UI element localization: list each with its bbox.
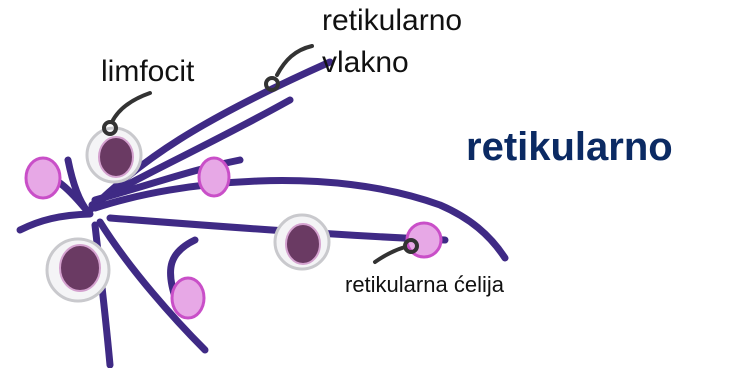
- lymphocyte-label: limfocit: [101, 55, 194, 89]
- reticular-fiber-label-line1: retikularno: [322, 4, 462, 38]
- reticular-fibers: [20, 62, 505, 365]
- lymphocyte-upper: [87, 128, 141, 182]
- reticular-cell-lower: [172, 278, 204, 318]
- lymphocyte-lower-left: [47, 239, 109, 301]
- pointer-fiber-loop: [266, 78, 278, 90]
- pointer-cell: [375, 247, 405, 262]
- pointer-lymphocyte: [112, 93, 150, 122]
- reticular-cell-upper: [199, 158, 229, 196]
- reticular-fiber-label-line2: vlakno: [322, 46, 409, 80]
- reticular-cell-label: retikularna ćelija: [345, 272, 504, 298]
- diagram-title: retikularno: [466, 124, 673, 170]
- reticular-cell-left: [26, 158, 60, 198]
- lymphocyte-center: [275, 215, 329, 269]
- fiber-left-3: [20, 214, 90, 230]
